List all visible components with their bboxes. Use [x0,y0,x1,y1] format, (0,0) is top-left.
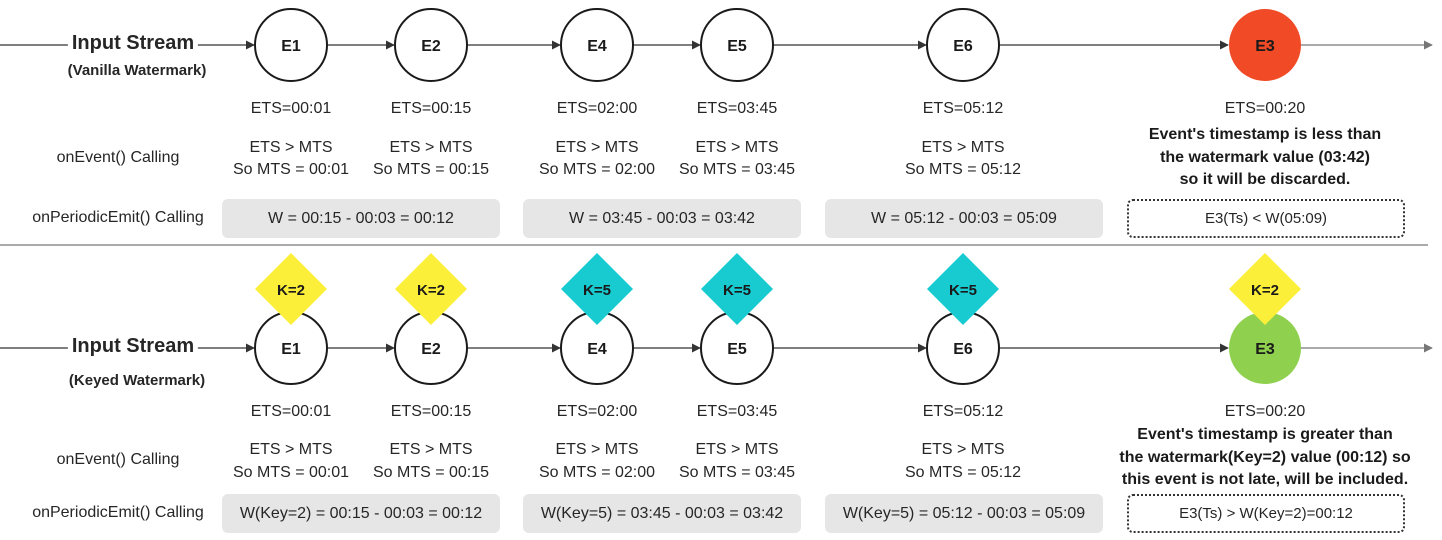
vanilla-periodic-label: onPeriodicEmit() Calling [32,209,204,226]
vanilla-on-event-label: onEvent() Calling [56,149,180,166]
keyed-event-e5-label: E5 [727,341,747,358]
vanilla-discard-note: Event's timestamp is less than the water… [1149,124,1381,192]
vanilla-e5-ets: ETS=03:45 [696,100,778,117]
vanilla-e2-ets: ETS=00:15 [390,100,472,117]
keyed-e1-ets: ETS=00:01 [250,403,332,420]
keyed-stream-title: Input Stream [67,335,199,358]
keyed-event-e2-key-label: K=2 [417,282,445,299]
keyed-result-box: E3(Ts) > W(Key=2)=00:12 [1127,494,1405,533]
keyed-event-e1-key-label: K=2 [277,282,305,299]
vanilla-stream-title: Input Stream [67,32,199,55]
vanilla-event-e5-label: E5 [727,38,747,55]
vanilla-event-e3-circle [1229,9,1301,81]
keyed-event-e1-key-diamond [255,253,327,325]
vanilla-e5-mts: So MTS = 03:45 [678,161,796,178]
keyed-e3-ets: ETS=00:20 [1224,403,1306,420]
keyed-event-e4-key-diamond [561,253,633,325]
vanilla-watermark-box-1: W = 00:15 - 00:03 = 00:12 [222,199,500,238]
keyed-on-event-label: onEvent() Calling [56,451,180,468]
vanilla-e4-compare: ETS > MTS [555,139,639,156]
vanilla-stream-subtitle: (Vanilla Watermark) [67,62,207,79]
vanilla-event-e3-label: E3 [1255,38,1275,55]
vanilla-e2-mts: So MTS = 00:15 [372,161,490,178]
vanilla-e3-ets: ETS=00:20 [1224,100,1306,117]
vanilla-note-line-3: so it will be discarded. [1179,171,1351,188]
keyed-periodic-label: onPeriodicEmit() Calling [32,504,204,521]
keyed-e2-ets: ETS=00:15 [390,403,472,420]
keyed-event-e2-label: E2 [421,341,441,358]
keyed-event-e6-key-diamond [927,253,999,325]
keyed-event-e4-key-label: K=5 [583,282,611,299]
vanilla-e4-mts: So MTS = 02:00 [538,161,656,178]
vanilla-e4-ets: ETS=02:00 [556,100,638,117]
vanilla-e6-ets: ETS=05:12 [922,100,1004,117]
keyed-e5-compare: ETS > MTS [695,441,779,458]
keyed-event-e5-key-diamond [701,253,773,325]
keyed-e4-compare: ETS > MTS [555,441,639,458]
vanilla-result-box: E3(Ts) < W(05:09) [1127,199,1405,238]
vanilla-event-e2-circle [394,8,468,82]
keyed-note-line-3: this event is not late, will be included… [1121,471,1409,488]
keyed-e2-mts: So MTS = 00:15 [372,464,490,481]
keyed-e6-ets: ETS=05:12 [922,403,1004,420]
vanilla-e1-compare: ETS > MTS [249,139,333,156]
keyed-watermark-box-2: W(Key=5) = 03:45 - 00:03 = 03:42 [523,494,801,533]
vanilla-e1-ets: ETS=00:01 [250,100,332,117]
keyed-e6-mts: So MTS = 05:12 [904,464,1022,481]
vanilla-e2-compare: ETS > MTS [389,139,473,156]
keyed-event-e3-key-diamond [1229,253,1301,325]
keyed-event-e5-key-label: K=5 [723,282,751,299]
keyed-event-e3-key-label: K=2 [1251,282,1279,299]
keyed-e2-compare: ETS > MTS [389,441,473,458]
keyed-e1-compare: ETS > MTS [249,441,333,458]
vanilla-event-e5-circle [700,8,774,82]
vanilla-event-e4-circle [560,8,634,82]
vanilla-event-e1-circle [254,8,328,82]
keyed-note-line-2: the watermark(Key=2) value (00:12) so [1119,448,1411,466]
keyed-e4-mts: So MTS = 02:00 [538,464,656,481]
keyed-event-e6-label: E6 [953,341,973,358]
keyed-e4-ets: ETS=02:00 [556,403,638,420]
vanilla-e6-compare: ETS > MTS [921,139,1005,156]
keyed-e6-compare: ETS > MTS [921,441,1005,458]
vanilla-e6-mts: So MTS = 05:12 [904,161,1022,178]
keyed-stream-subtitle: (Keyed Watermark) [68,372,206,389]
vanilla-event-e4-label: E4 [587,38,607,55]
vanilla-e1-mts: So MTS = 00:01 [232,161,350,178]
vanilla-event-e1-label: E1 [281,38,301,55]
keyed-note-line-1: Event's timestamp is greater than [1137,426,1393,443]
keyed-event-e6-key-label: K=5 [949,282,977,299]
keyed-event-e4-label: E4 [587,341,607,358]
keyed-event-e3-label: E3 [1255,341,1275,358]
keyed-e5-ets: ETS=03:45 [696,403,778,420]
keyed-event-e1-label: E1 [281,341,301,358]
keyed-include-note: Event's timestamp is greater than the wa… [1119,424,1410,492]
keyed-e1-mts: So MTS = 00:01 [232,464,350,481]
vanilla-watermark-box-3: W = 05:12 - 00:03 = 05:09 [825,199,1103,238]
vanilla-note-line-2: the watermark value (03:42) [1160,148,1370,166]
vanilla-event-e2-label: E2 [421,38,441,55]
vanilla-watermark-box-2: W = 03:45 - 00:03 = 03:42 [523,199,801,238]
keyed-e5-mts: So MTS = 03:45 [678,464,796,481]
vanilla-note-line-1: Event's timestamp is less than [1148,126,1382,143]
vanilla-e5-compare: ETS > MTS [695,139,779,156]
keyed-watermark-box-3: W(Key=5) = 05:12 - 00:03 = 05:09 [825,494,1103,533]
keyed-event-e2-key-diamond [395,253,467,325]
vanilla-event-e6-circle [926,8,1000,82]
vanilla-event-e6-label: E6 [953,38,973,55]
keyed-event-e3-circle [1229,312,1301,384]
keyed-watermark-box-1: W(Key=2) = 00:15 - 00:03 = 00:12 [222,494,500,533]
